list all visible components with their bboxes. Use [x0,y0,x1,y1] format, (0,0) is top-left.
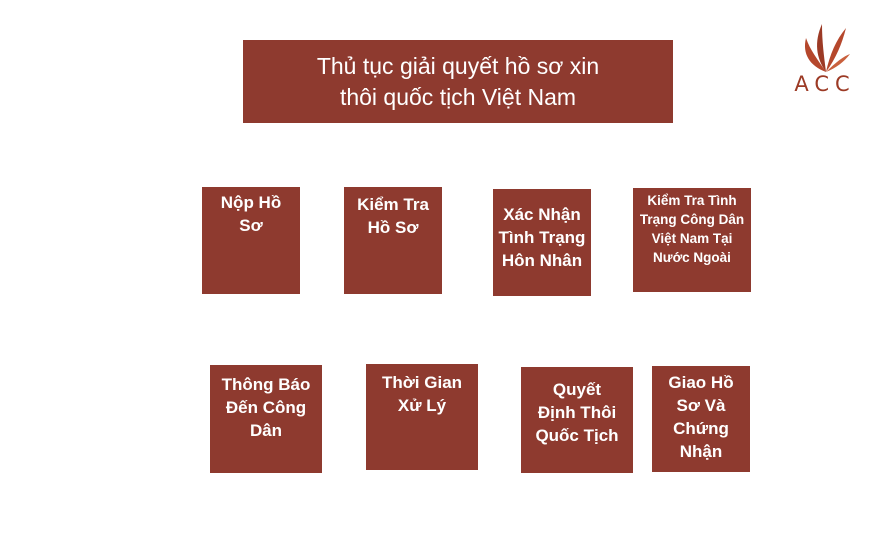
step-8-line-2: Sơ Và [676,396,726,415]
step-5-line-2: Đến Công [225,398,307,417]
step-4-line-3: Việt Nam Tại [651,231,733,246]
step-deliver-dossier-certificate: Giao Hồ Sơ Và Chứng Nhận [652,366,750,472]
step-check-dossier: Kiểm Tra Hồ Sơ [344,187,442,294]
step-1-line-1: Nộp Hồ [220,193,282,212]
step-8-line-3: Chứng [673,419,729,438]
title-line-1: Thủ tục giải quyết hồ sơ xin [316,52,600,79]
step-5-line-1: Thông Báo [221,375,311,394]
step-1-line-2: Sơ [239,216,263,235]
step-check-citizen-status-abroad: Kiểm Tra Tình Trạng Công Dân Việt Nam Tạ… [633,188,751,292]
title-line-2: thôi quốc tịch Việt Nam [339,83,577,110]
step-confirm-marital-status: Xác Nhận Tình Trạng Hôn Nhân [493,189,591,296]
step-4-line-1: Kiểm Tra Tình [647,193,737,208]
step-3-line-1: Xác Nhận [503,205,581,224]
step-processing-time: Thời Gian Xử Lý [366,364,478,470]
step-notify-citizen: Thông Báo Đến Công Dân [210,365,322,473]
step-4-line-4: Nước Ngoài [653,250,731,265]
step-6-line-2: Xử Lý [397,396,447,415]
step-7-line-2: Định Thôi [537,403,617,422]
diagram-title: Thủ tục giải quyết hồ sơ xin thôi quốc t… [243,40,673,123]
step-8-line-1: Giao Hồ [668,373,734,392]
step-7-line-3: Quốc Tịch [535,426,619,445]
step-3-line-2: Tình Trạng [498,228,586,247]
step-3-line-3: Hôn Nhân [501,251,583,270]
logo-text: ACC [794,72,856,96]
step-7-line-1: Quyết [552,380,602,399]
step-2-line-1: Kiểm Tra [357,195,429,214]
step-decision-renounce-nationality: Quyết Định Thôi Quốc Tịch [521,367,633,473]
step-submit-dossier: Nộp Hồ Sơ [202,187,300,294]
step-6-line-1: Thời Gian [381,373,463,392]
step-4-line-2: Trạng Công Dân [639,212,745,227]
step-2-line-2: Hồ Sơ [367,218,419,237]
flame-leaf-icon [804,24,850,72]
step-5-line-3: Dân [249,421,283,440]
step-8-line-4: Nhận [679,442,723,461]
